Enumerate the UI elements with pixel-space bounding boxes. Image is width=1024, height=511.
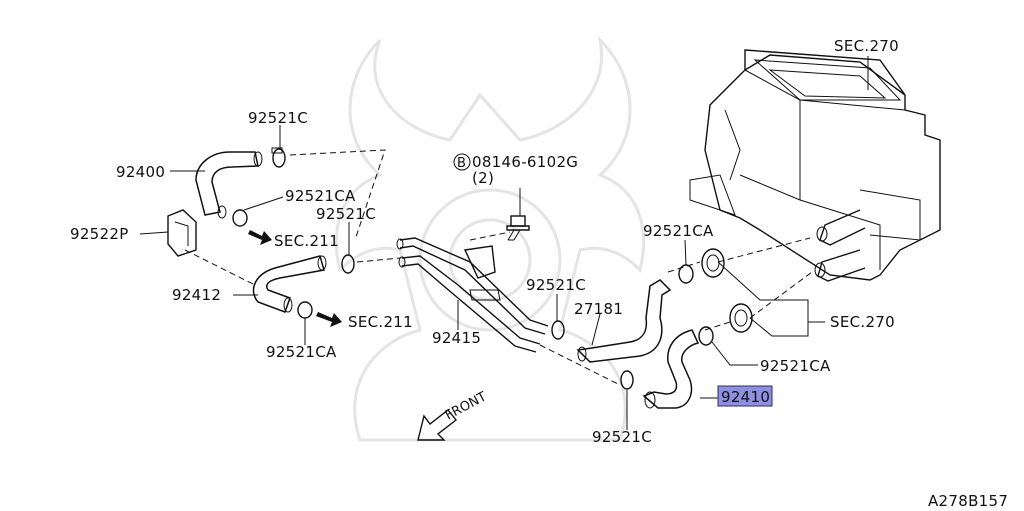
label-92521c-top[interactable]: 92521C [248,109,308,127]
label-bolt-qty: (2) [472,169,494,187]
hose-92410[interactable] [642,329,700,409]
hose-92412[interactable] [252,255,327,313]
labels: 92521C 92400 92521CA SEC.211 92521C 9252… [70,37,1008,510]
bolt-08146-6102g[interactable] [506,215,530,241]
label-92521ca-lower[interactable]: 92521CA [266,343,337,361]
label-sec270-top[interactable]: SEC.270 [834,37,899,55]
label-92521ca-right2[interactable]: 92521CA [760,357,831,375]
label-92521ca-right[interactable]: 92521CA [643,222,714,240]
label-92410[interactable]: 92410 [721,388,770,406]
arrow-sec211-upper [248,230,272,245]
label-sec211-lower[interactable]: SEC.211 [348,313,413,331]
watermark-emblem [334,35,646,442]
label-92521c-mid[interactable]: 92521C [316,205,376,223]
grommet-lower [729,303,753,333]
arrow-sec211-lower [316,312,342,327]
label-92521c-center[interactable]: 92521C [526,276,586,294]
clamp-92521c-top[interactable] [271,147,286,168]
bracket-92522p[interactable] [167,209,197,257]
heater-unit [689,49,941,281]
label-92412[interactable]: 92412 [172,286,221,304]
label-92521c-bottom[interactable]: 92521C [592,428,652,446]
label-sec211-upper[interactable]: SEC.211 [274,232,339,250]
clamp-92521c-center[interactable] [551,320,565,340]
front-arrow [417,409,457,441]
hose-27181[interactable] [576,279,672,363]
leader-lines [139,56,869,430]
figure-id: A278B157 [928,492,1008,510]
clamp-92521c-bottom[interactable] [620,370,634,390]
label-front: FRONT [443,389,489,423]
connection-lines [184,149,813,386]
grommet-upper [701,248,725,278]
clamp-92521c-mid[interactable] [341,254,355,274]
label-sec270-right[interactable]: SEC.270 [830,313,895,331]
clamp-92521ca-right[interactable] [678,264,694,284]
label-08146-6102g[interactable]: 08146-6102G [472,153,578,171]
label-92521ca-upper[interactable]: 92521CA [285,187,356,205]
hose-92400[interactable] [195,151,263,216]
bolt-symbol-circle [453,153,471,171]
highlight-box-92410[interactable] [717,385,773,407]
clamp-92521ca-lower[interactable] [297,301,313,319]
label-27181[interactable]: 27181 [574,300,623,318]
heater-pipes [814,209,866,282]
clamp-92521ca-upper[interactable] [217,205,248,227]
label-92522p[interactable]: 92522P [70,225,129,243]
label-92415[interactable]: 92415 [432,329,481,347]
label-92400[interactable]: 92400 [116,163,165,181]
pipe-assembly-92415[interactable] [396,237,549,353]
bolt-symbol: B [457,156,466,171]
clamp-92521ca-right2[interactable] [698,326,714,346]
